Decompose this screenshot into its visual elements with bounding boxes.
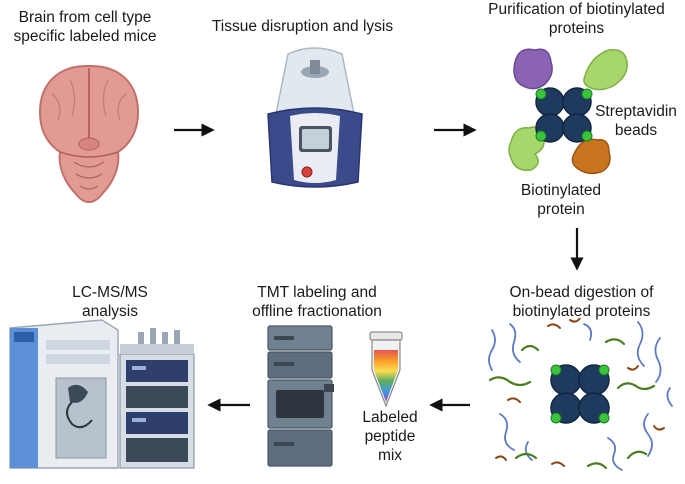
step-purification-label: Purification of biotinylated proteins [488, 1, 665, 37]
mass-spectrometer-icon [9, 319, 195, 469]
step-lcms-label: LC-MS/MS analysis [72, 284, 148, 320]
hplc-instrument-icon [267, 325, 334, 467]
mouse-brain-icon [38, 65, 140, 203]
biotinylated-protein-label: Biotinylated protein [520, 182, 602, 218]
bead-complex-icon [508, 48, 628, 175]
step-lysis-label: Tissue disruption and lysis [211, 18, 394, 35]
step-brain-label: Brain from cell type specific labeled mi… [13, 9, 157, 45]
step-tmt-label: TMT labeling and offline fractionation [252, 284, 382, 320]
homogenizer-icon [267, 47, 363, 188]
streptavidin-label: Streptavidin beads [595, 103, 677, 139]
digested-beads-icon [488, 318, 673, 471]
peptide-tube-icon [369, 331, 403, 408]
peptide-mix-label: Labeled peptide mix [362, 409, 418, 464]
step-digestion-label: On-bead digestion of biotinylated protei… [509, 284, 654, 320]
